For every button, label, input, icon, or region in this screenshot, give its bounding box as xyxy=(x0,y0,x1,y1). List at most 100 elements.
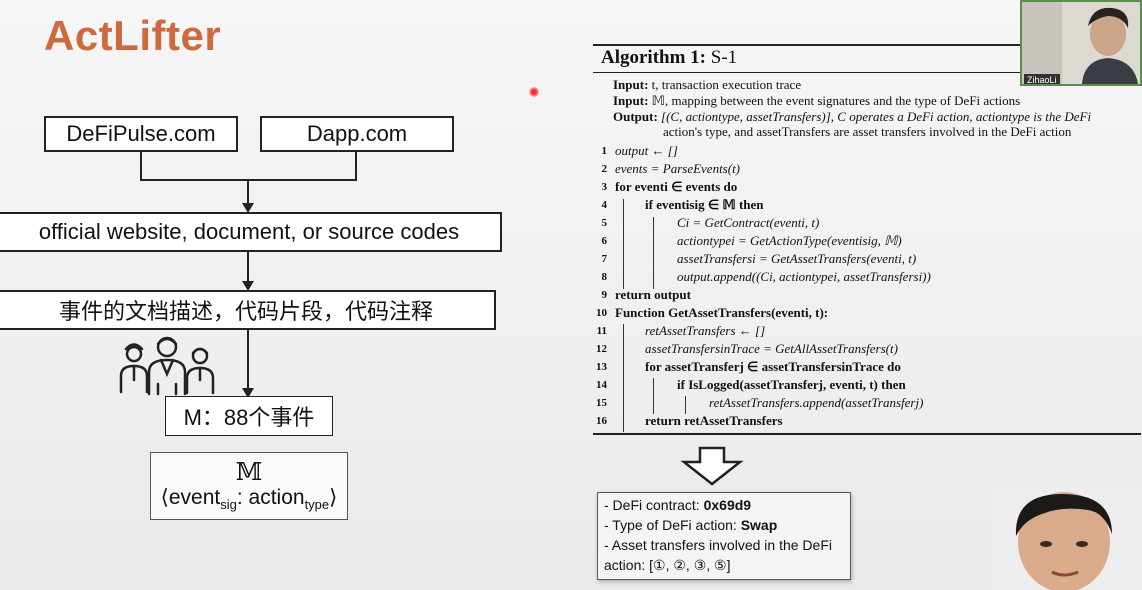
line-code: return retAssetTransfers xyxy=(645,413,783,428)
connector-down-2 xyxy=(247,252,249,282)
output-text-2: action's type, and assetTransfers are as… xyxy=(663,124,1072,139)
line-code: assetTransfersi = GetAssetTransfers(even… xyxy=(677,251,917,266)
line-code: retAssetTransfers ← [] xyxy=(645,323,766,338)
algorithm-header-rule xyxy=(593,72,1141,73)
line-code: for assetTransferj ∈ assetTransfersinTra… xyxy=(645,359,901,374)
algorithm-line: 3 for eventi ∈ events do xyxy=(593,178,1141,196)
participant-video-feed xyxy=(1022,2,1140,84)
algorithm-panel: Algorithm 1: S-1 Input: t, transaction e… xyxy=(593,44,1141,439)
line-number: 12 xyxy=(596,343,607,355)
participant-video-tile[interactable]: ZihaoLi xyxy=(1020,0,1142,86)
indent-bar-if-2 xyxy=(685,396,686,414)
result-type-label: - Type of DeFi action: xyxy=(604,517,741,533)
line-code: actiontypei = GetActionType(eventisig, 𝕄… xyxy=(677,233,902,248)
connector-down-1 xyxy=(247,180,249,204)
algorithm-line: 5 Ci = GetContract(eventi, t) xyxy=(593,214,1141,232)
result-contract-value: 0x69d9 xyxy=(703,497,752,513)
line-number: 3 xyxy=(601,181,608,193)
mapping-pair-close: ⟩ xyxy=(329,486,338,510)
defipulse-box: DeFiPulse.com xyxy=(44,116,238,152)
event-count-label: M：88个事件 xyxy=(183,405,315,430)
line-code: output.append((Ci, actiontypei, assetTra… xyxy=(677,269,931,284)
indent-bar-if xyxy=(653,217,654,289)
event-descriptions-label: 事件的文档描述，代码片段，代码注释 xyxy=(58,299,433,324)
mapping-pair-sub-sig: sig xyxy=(220,497,237,513)
mapping-pair-open: ⟨event xyxy=(160,486,221,510)
line-code: output ← [] xyxy=(615,143,678,158)
result-contract-label: - DeFi contract: xyxy=(604,497,704,513)
algorithm-line: 16 return retAssetTransfers xyxy=(593,412,1141,430)
line-number: 15 xyxy=(596,397,607,409)
result-line-contract: - DeFi contract: 0x69d9 xyxy=(604,495,844,515)
arrowhead-1 xyxy=(242,203,254,213)
laser-pointer xyxy=(529,87,539,97)
line-number: 9 xyxy=(601,289,608,301)
slide-title: ActLifter xyxy=(44,12,222,59)
input-1: Input: t, transaction execution trace xyxy=(613,77,1137,92)
output-spec: Output: [(C, actiontype, assetTransfers)… xyxy=(613,109,1137,139)
input-2-text: 𝕄, mapping between the event signatures … xyxy=(651,93,1021,108)
result-line-transfers: - Asset transfers involved in the DeFi xyxy=(604,537,832,553)
line-code: if IsLogged(assetTransferj, eventi, t) t… xyxy=(677,377,906,392)
algorithm-line: 2 events = ParseEvents(t) xyxy=(593,160,1141,178)
defipulse-label: DeFiPulse.com xyxy=(66,121,216,146)
indent-bar-function xyxy=(623,324,624,432)
input-1-text: t, transaction execution trace xyxy=(651,77,802,92)
result-line-type: - Type of DeFi action: Swap xyxy=(604,515,844,535)
indent-bar-for-2 xyxy=(653,378,654,414)
line-number: 14 xyxy=(596,379,607,391)
connector-left-vertical xyxy=(140,152,142,180)
algorithm-line: 14 if IsLogged(assetTransferj, eventi, t)… xyxy=(593,376,1141,394)
mapping-symbol: 𝕄 xyxy=(235,458,263,487)
mapping-box: 𝕄 ⟨eventsig: actiontype⟩ xyxy=(150,452,348,520)
output-text-1: [(C, actiontype, assetTransfers)], C ope… xyxy=(661,109,1092,124)
line-number: 2 xyxy=(601,163,608,175)
participant-name-label: ZihaoLi xyxy=(1024,74,1060,84)
line-number: 11 xyxy=(596,325,607,337)
line-code: Ci = GetContract(eventi, t) xyxy=(677,215,820,230)
people-icon xyxy=(119,336,215,396)
presenter-video-tile[interactable] xyxy=(992,484,1142,590)
line-number: 16 xyxy=(596,415,607,427)
algorithm-title-bold: Algorithm 1: xyxy=(601,47,707,68)
line-code: events = ParseEvents(t) xyxy=(615,161,741,176)
arrowhead-2 xyxy=(242,281,254,291)
line-number: 5 xyxy=(601,217,608,229)
line-code: assetTransfersinTrace = GetAllAssetTrans… xyxy=(645,341,898,356)
algorithm-line: 11 retAssetTransfers ← [] xyxy=(593,322,1141,340)
algorithm-line: 7 assetTransfersi = GetAssetTransfers(eve… xyxy=(593,250,1141,268)
algorithm-title-name: S-1 xyxy=(710,47,738,68)
event-descriptions-box: 事件的文档描述，代码片段，代码注释 xyxy=(0,290,496,330)
line-number: 4 xyxy=(601,199,608,211)
input-1-label: Input: xyxy=(613,77,649,92)
dapp-box: Dapp.com xyxy=(260,116,454,152)
result-type-value: Swap xyxy=(740,517,778,533)
algorithm-line: 10 Function GetAssetTransfers(eventi, t): xyxy=(593,304,1141,322)
line-number: 10 xyxy=(596,307,607,319)
down-arrow-icon xyxy=(680,446,744,486)
connector-right-vertical xyxy=(355,152,357,180)
mapping-pair: ⟨eventsig: actiontype⟩ xyxy=(161,485,338,512)
line-number: 7 xyxy=(601,253,608,265)
algorithm-line: 8 output.append((Ci, actiontypei, assetTr… xyxy=(593,268,1141,286)
dapp-label: Dapp.com xyxy=(306,121,408,146)
connector-down-3 xyxy=(247,330,249,388)
line-code: Function GetAssetTransfers(eventi, t): xyxy=(615,305,829,320)
arrowhead-3 xyxy=(242,388,254,398)
official-sources-label: official website, document, or source co… xyxy=(38,219,460,244)
official-sources-box: official website, document, or source co… xyxy=(0,212,502,252)
input-2-label: Input: xyxy=(613,93,649,108)
input-2: Input: 𝕄, mapping between the event sign… xyxy=(613,93,1137,108)
algorithm-title: Algorithm 1: S-1 xyxy=(601,47,737,69)
line-code: retAssetTransfers.append(assetTransferj) xyxy=(709,395,924,410)
line-number: 8 xyxy=(601,271,608,283)
algorithm-bottom-rule xyxy=(593,433,1141,435)
line-code: for eventi ∈ events do xyxy=(615,179,738,194)
presenter-video-feed xyxy=(992,484,1142,590)
algorithm-line: 15 retAssetTransfers.append(assetTransfer… xyxy=(593,394,1141,412)
